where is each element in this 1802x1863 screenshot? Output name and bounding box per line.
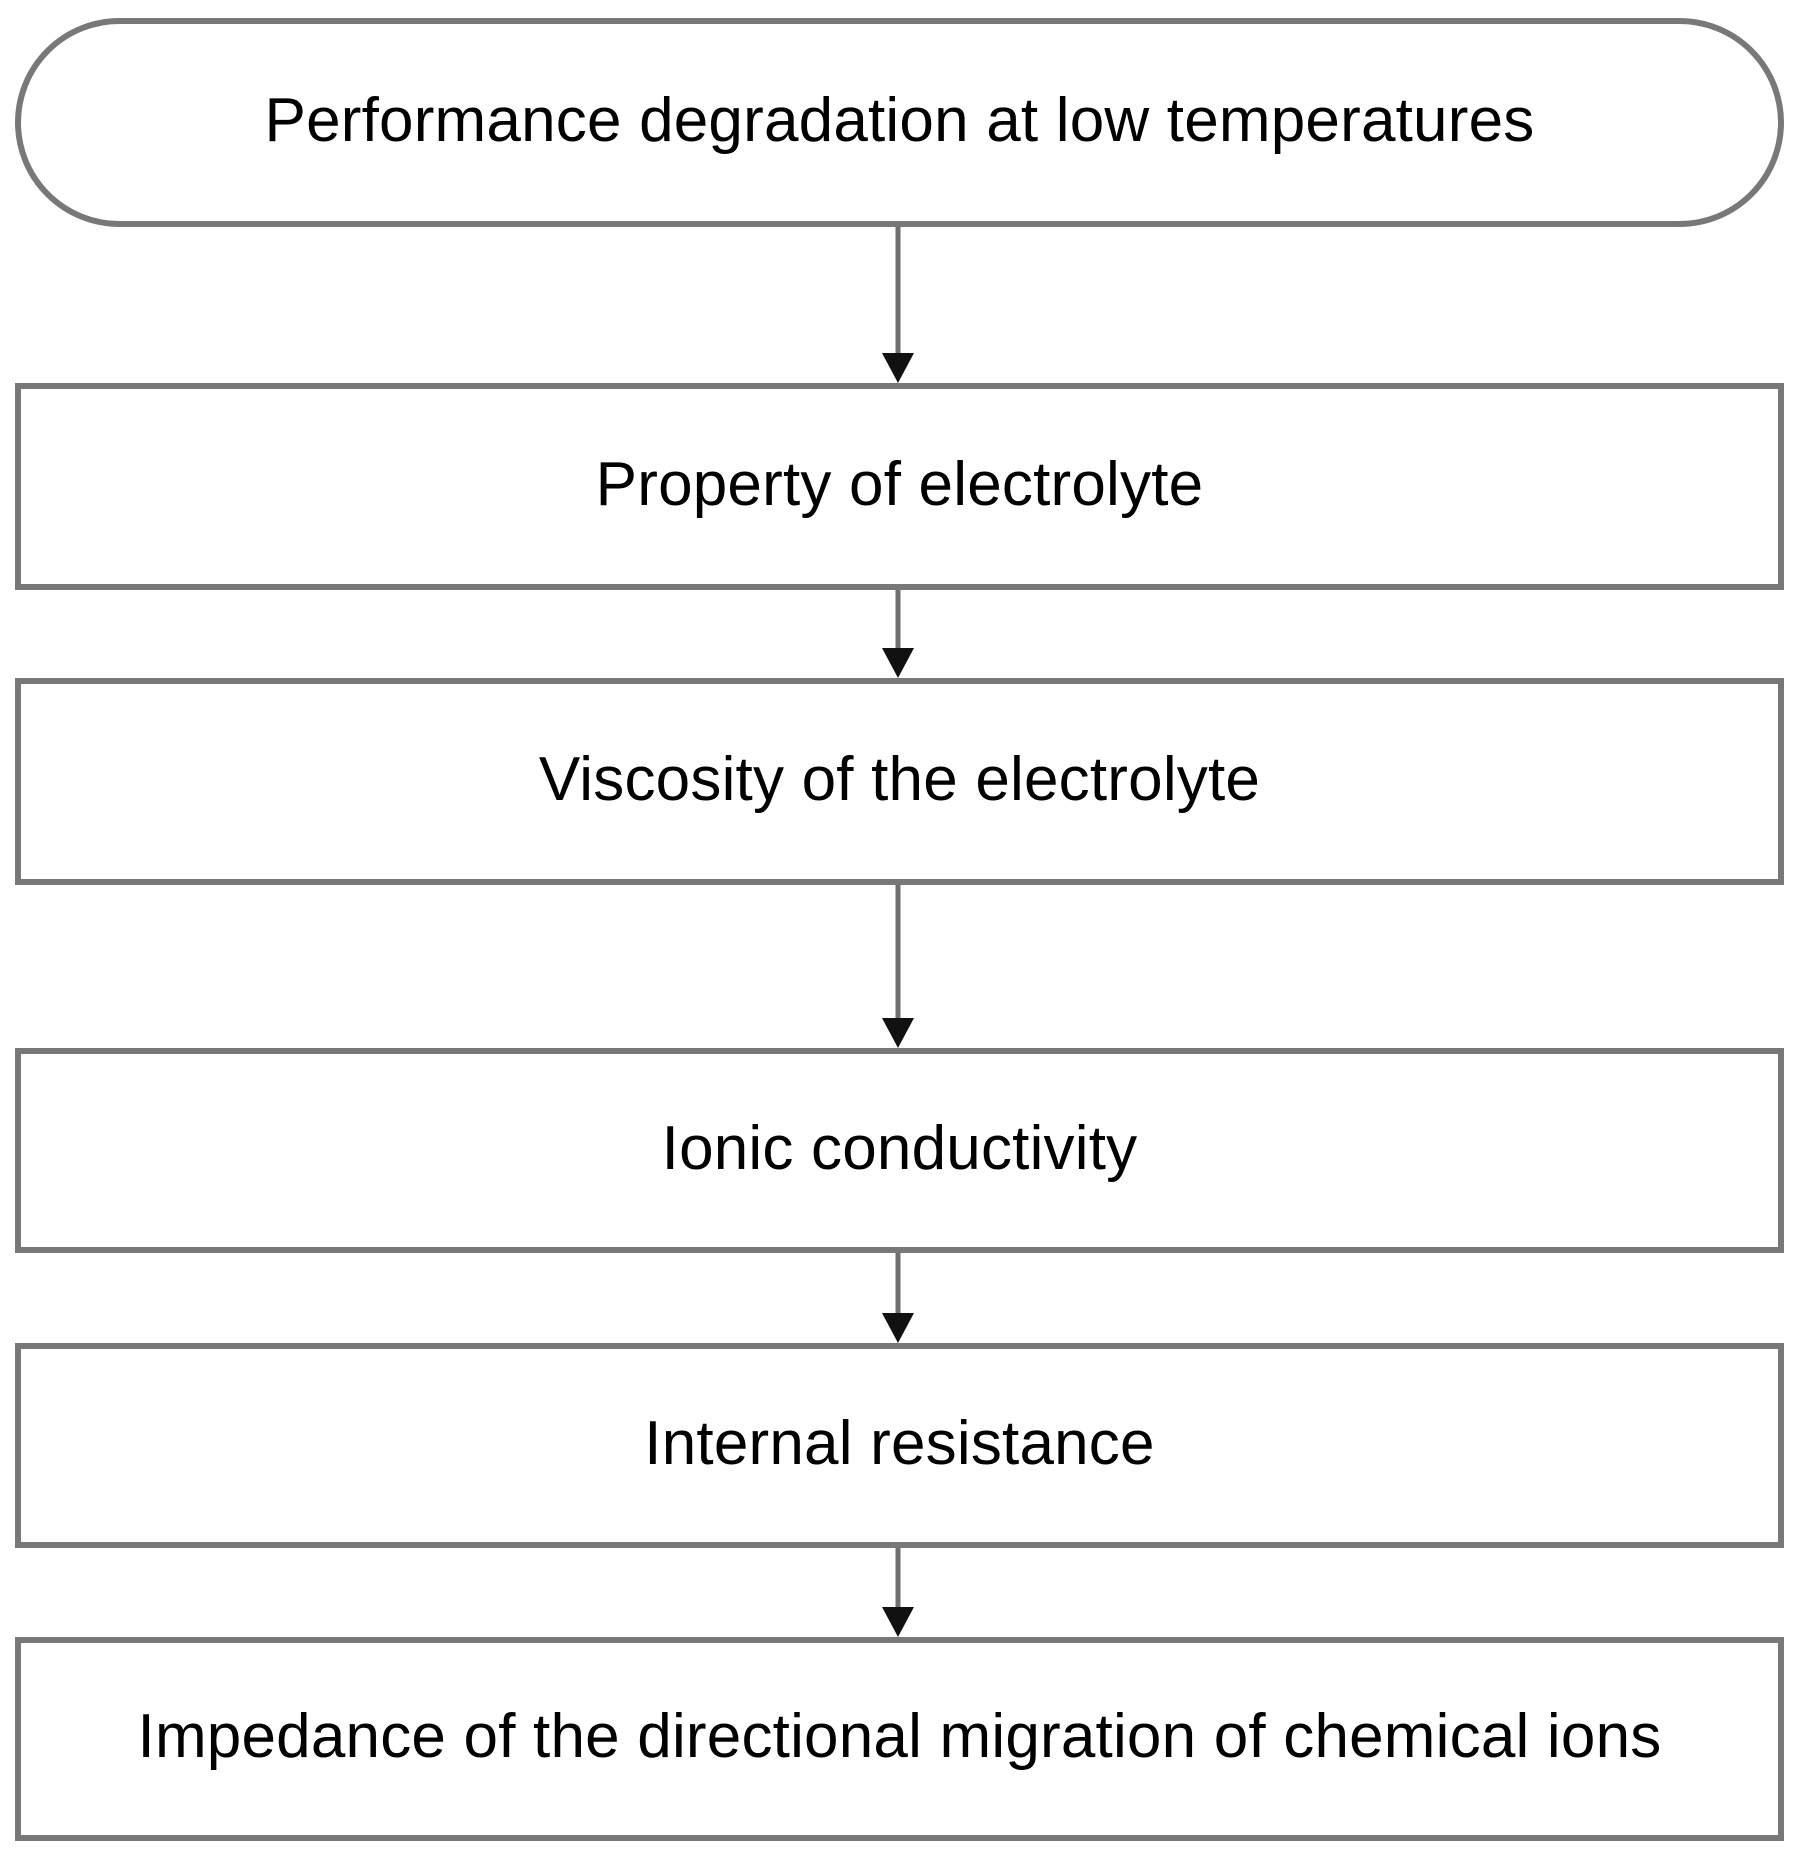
flow-node-label: Ionic conductivity — [661, 1113, 1138, 1183]
flow-node-impedance-of-directional-migration[interactable]: Impedance of the directional migration o… — [15, 1637, 1784, 1841]
flow-arrow-1 — [878, 227, 918, 383]
arrow-shaft — [895, 1253, 901, 1313]
arrowhead-icon — [882, 1018, 914, 1048]
flow-node-property-of-electrolyte[interactable]: Property of electrolyte — [15, 383, 1784, 590]
flow-node-viscosity-of-the-electrolyte[interactable]: Viscosity of the electrolyte — [15, 678, 1784, 885]
arrowhead-icon — [882, 353, 914, 383]
flow-node-ionic-conductivity[interactable]: Ionic conductivity — [15, 1048, 1784, 1253]
arrow-shaft — [895, 227, 901, 353]
flow-node-label: Internal resistance — [644, 1408, 1155, 1478]
flow-node-internal-resistance[interactable]: Internal resistance — [15, 1343, 1784, 1548]
flow-node-performance-degradation[interactable]: Performance degradation at low temperatu… — [15, 18, 1784, 227]
flow-node-label: Impedance of the directional migration o… — [137, 1702, 1662, 1772]
flow-arrow-2 — [878, 590, 918, 678]
flow-node-label: Property of electrolyte — [595, 449, 1204, 519]
arrowhead-icon — [882, 1313, 914, 1343]
arrowhead-icon — [882, 648, 914, 678]
flow-node-label: Performance degradation at low temperatu… — [264, 85, 1535, 155]
flow-arrow-5 — [878, 1548, 918, 1637]
arrow-shaft — [895, 590, 901, 648]
arrowhead-icon — [882, 1607, 914, 1637]
flow-arrow-4 — [878, 1253, 918, 1343]
arrow-shaft — [895, 1548, 901, 1607]
flow-node-label: Viscosity of the electrolyte — [538, 744, 1261, 814]
flow-arrow-3 — [878, 885, 918, 1048]
arrow-shaft — [895, 885, 901, 1018]
